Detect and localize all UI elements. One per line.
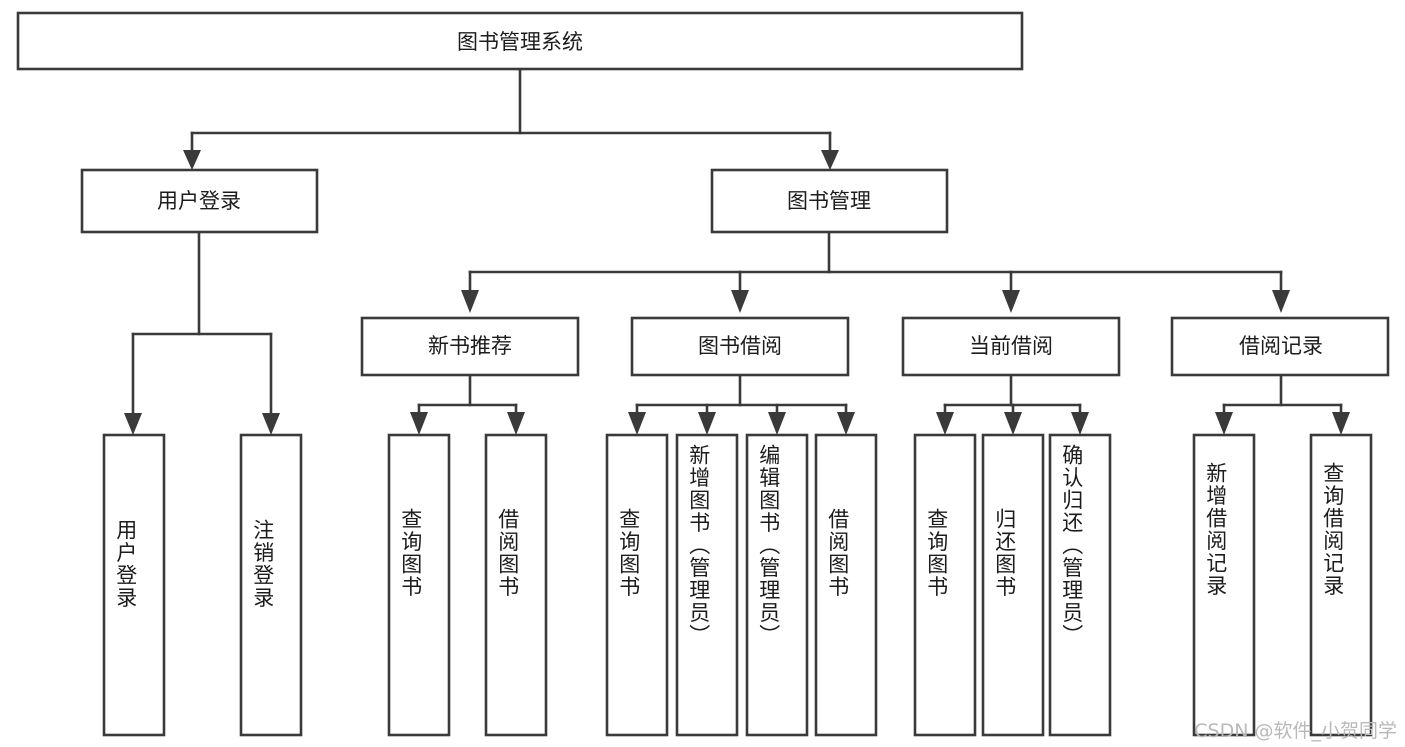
leaf-current-borrow-3[interactable]: 确认归还（管理员） bbox=[1048, 433, 1112, 737]
arrow-head-icon bbox=[1272, 290, 1290, 313]
leaf-borrow-record-2[interactable]: 查询借阅记录 bbox=[1309, 433, 1373, 737]
leaf-current-borrow-1-box[interactable] bbox=[913, 433, 977, 737]
node-root[interactable]: 图书管理系统 bbox=[16, 11, 1024, 71]
leaf-borrow-record-1-box[interactable] bbox=[1192, 433, 1256, 737]
leaf-book-borrow-1-label: 查询图书 bbox=[617, 508, 641, 598]
leaf-new-book-recommend-1-box[interactable] bbox=[387, 433, 451, 737]
arrow-head-icon bbox=[1002, 290, 1020, 313]
leaf-borrow-record-1-label: 新增借阅记录 bbox=[1204, 462, 1228, 597]
arrow-head-icon bbox=[698, 412, 716, 435]
arrow-head-icon bbox=[410, 412, 428, 435]
leaf-user-login-1-label: 用户登录 bbox=[114, 519, 138, 609]
leaf-borrow-record-2-label: 查询借阅记录 bbox=[1321, 462, 1345, 597]
node-current-borrow-box[interactable] bbox=[901, 316, 1121, 377]
node-root-box[interactable] bbox=[16, 11, 1024, 71]
arrow-head-icon bbox=[731, 290, 749, 313]
leaf-book-borrow-2-box[interactable] bbox=[675, 433, 739, 737]
arrow-head-icon bbox=[461, 290, 479, 313]
node-root-label: 图书管理系统 bbox=[457, 30, 583, 54]
node-borrow-record-label: 借阅记录 bbox=[1239, 334, 1323, 358]
node-book-borrow-box[interactable] bbox=[630, 316, 850, 377]
leaf-book-borrow-4[interactable]: 借阅图书 bbox=[814, 433, 878, 737]
leaf-book-borrow-3-label: 编辑图书（管理员） bbox=[757, 444, 781, 647]
arrow-head-icon bbox=[628, 412, 646, 435]
leaf-current-borrow-3-label: 确认归还（管理员） bbox=[1060, 444, 1084, 647]
leaf-book-borrow-2[interactable]: 新增图书（管理员） bbox=[675, 433, 739, 737]
node-book-borrow-label: 图书借阅 bbox=[698, 334, 782, 358]
leaf-new-book-recommend-2-label: 借阅图书 bbox=[496, 508, 520, 598]
arrow-head-icon bbox=[1332, 412, 1350, 435]
node-book-borrow[interactable]: 图书借阅 bbox=[630, 316, 850, 377]
arrow-head-icon bbox=[183, 150, 201, 170]
node-new-book-recommend-box[interactable] bbox=[360, 316, 580, 377]
leaf-user-login-2[interactable]: 注销登录 bbox=[239, 433, 303, 737]
leaf-current-borrow-3-box[interactable] bbox=[1048, 433, 1112, 737]
arrow-head-icon bbox=[262, 413, 280, 435]
leaf-borrow-record-2-box[interactable] bbox=[1309, 433, 1373, 737]
leaf-borrow-record-1[interactable]: 新增借阅记录 bbox=[1192, 433, 1256, 737]
leaf-new-book-recommend-1[interactable]: 查询图书 bbox=[387, 433, 451, 737]
watermark: CSDN @软件_小贺同学 bbox=[1194, 720, 1397, 742]
leaf-new-book-recommend-2[interactable]: 借阅图书 bbox=[484, 433, 548, 737]
node-new-book-recommend-label: 新书推荐 bbox=[428, 334, 512, 358]
connector-layer bbox=[124, 67, 1350, 435]
arrow-head-icon bbox=[507, 412, 525, 435]
node-book-management-label: 图书管理 bbox=[787, 189, 871, 213]
arrow-head-icon bbox=[1071, 412, 1089, 435]
leaf-book-borrow-3[interactable]: 编辑图书（管理员） bbox=[745, 433, 809, 737]
leaf-user-login-2-box[interactable] bbox=[239, 433, 303, 737]
node-borrow-record[interactable]: 借阅记录 bbox=[1170, 316, 1390, 377]
leaf-book-borrow-2-label: 新增图书（管理员） bbox=[687, 444, 711, 647]
node-new-book-recommend[interactable]: 新书推荐 bbox=[360, 316, 580, 377]
leaf-user-login-1[interactable]: 用户登录 bbox=[102, 433, 166, 737]
arrow-head-icon bbox=[837, 412, 855, 435]
leaf-book-borrow-4-box[interactable] bbox=[814, 433, 878, 737]
leaf-current-borrow-2-box[interactable] bbox=[981, 433, 1045, 737]
leaf-book-borrow-1-box[interactable] bbox=[605, 433, 669, 737]
arrow-head-icon bbox=[768, 412, 786, 435]
arrow-head-icon bbox=[124, 413, 142, 435]
node-current-borrow[interactable]: 当前借阅 bbox=[901, 316, 1121, 377]
leaf-new-book-recommend-1-label: 查询图书 bbox=[399, 508, 423, 598]
node-borrow-record-box[interactable] bbox=[1170, 316, 1390, 377]
node-user-login-label: 用户登录 bbox=[157, 189, 241, 213]
arrow-head-icon bbox=[1004, 412, 1022, 435]
leaf-current-borrow-2-label: 归还图书 bbox=[993, 508, 1017, 598]
node-book-management-box[interactable] bbox=[710, 168, 949, 234]
arrow-head-icon bbox=[936, 412, 954, 435]
leaf-user-login-2-label: 注销登录 bbox=[251, 519, 275, 609]
leaf-book-borrow-4-label: 借阅图书 bbox=[826, 508, 850, 598]
leaf-current-borrow-1-label: 查询图书 bbox=[925, 508, 949, 598]
leaf-current-borrow-1[interactable]: 查询图书 bbox=[913, 433, 977, 737]
arrow-head-icon bbox=[821, 150, 839, 170]
leaf-user-login-1-box[interactable] bbox=[102, 433, 166, 737]
arrow-head-icon bbox=[1215, 412, 1233, 435]
node-current-borrow-label: 当前借阅 bbox=[969, 334, 1053, 358]
node-user-login-box[interactable] bbox=[80, 168, 319, 234]
leaf-book-borrow-1[interactable]: 查询图书 bbox=[605, 433, 669, 737]
leaf-current-borrow-2[interactable]: 归还图书 bbox=[981, 433, 1045, 737]
leaf-new-book-recommend-2-box[interactable] bbox=[484, 433, 548, 737]
node-user-login[interactable]: 用户登录 bbox=[80, 168, 319, 234]
leaf-book-borrow-3-box[interactable] bbox=[745, 433, 809, 737]
node-book-management[interactable]: 图书管理 bbox=[710, 168, 949, 234]
